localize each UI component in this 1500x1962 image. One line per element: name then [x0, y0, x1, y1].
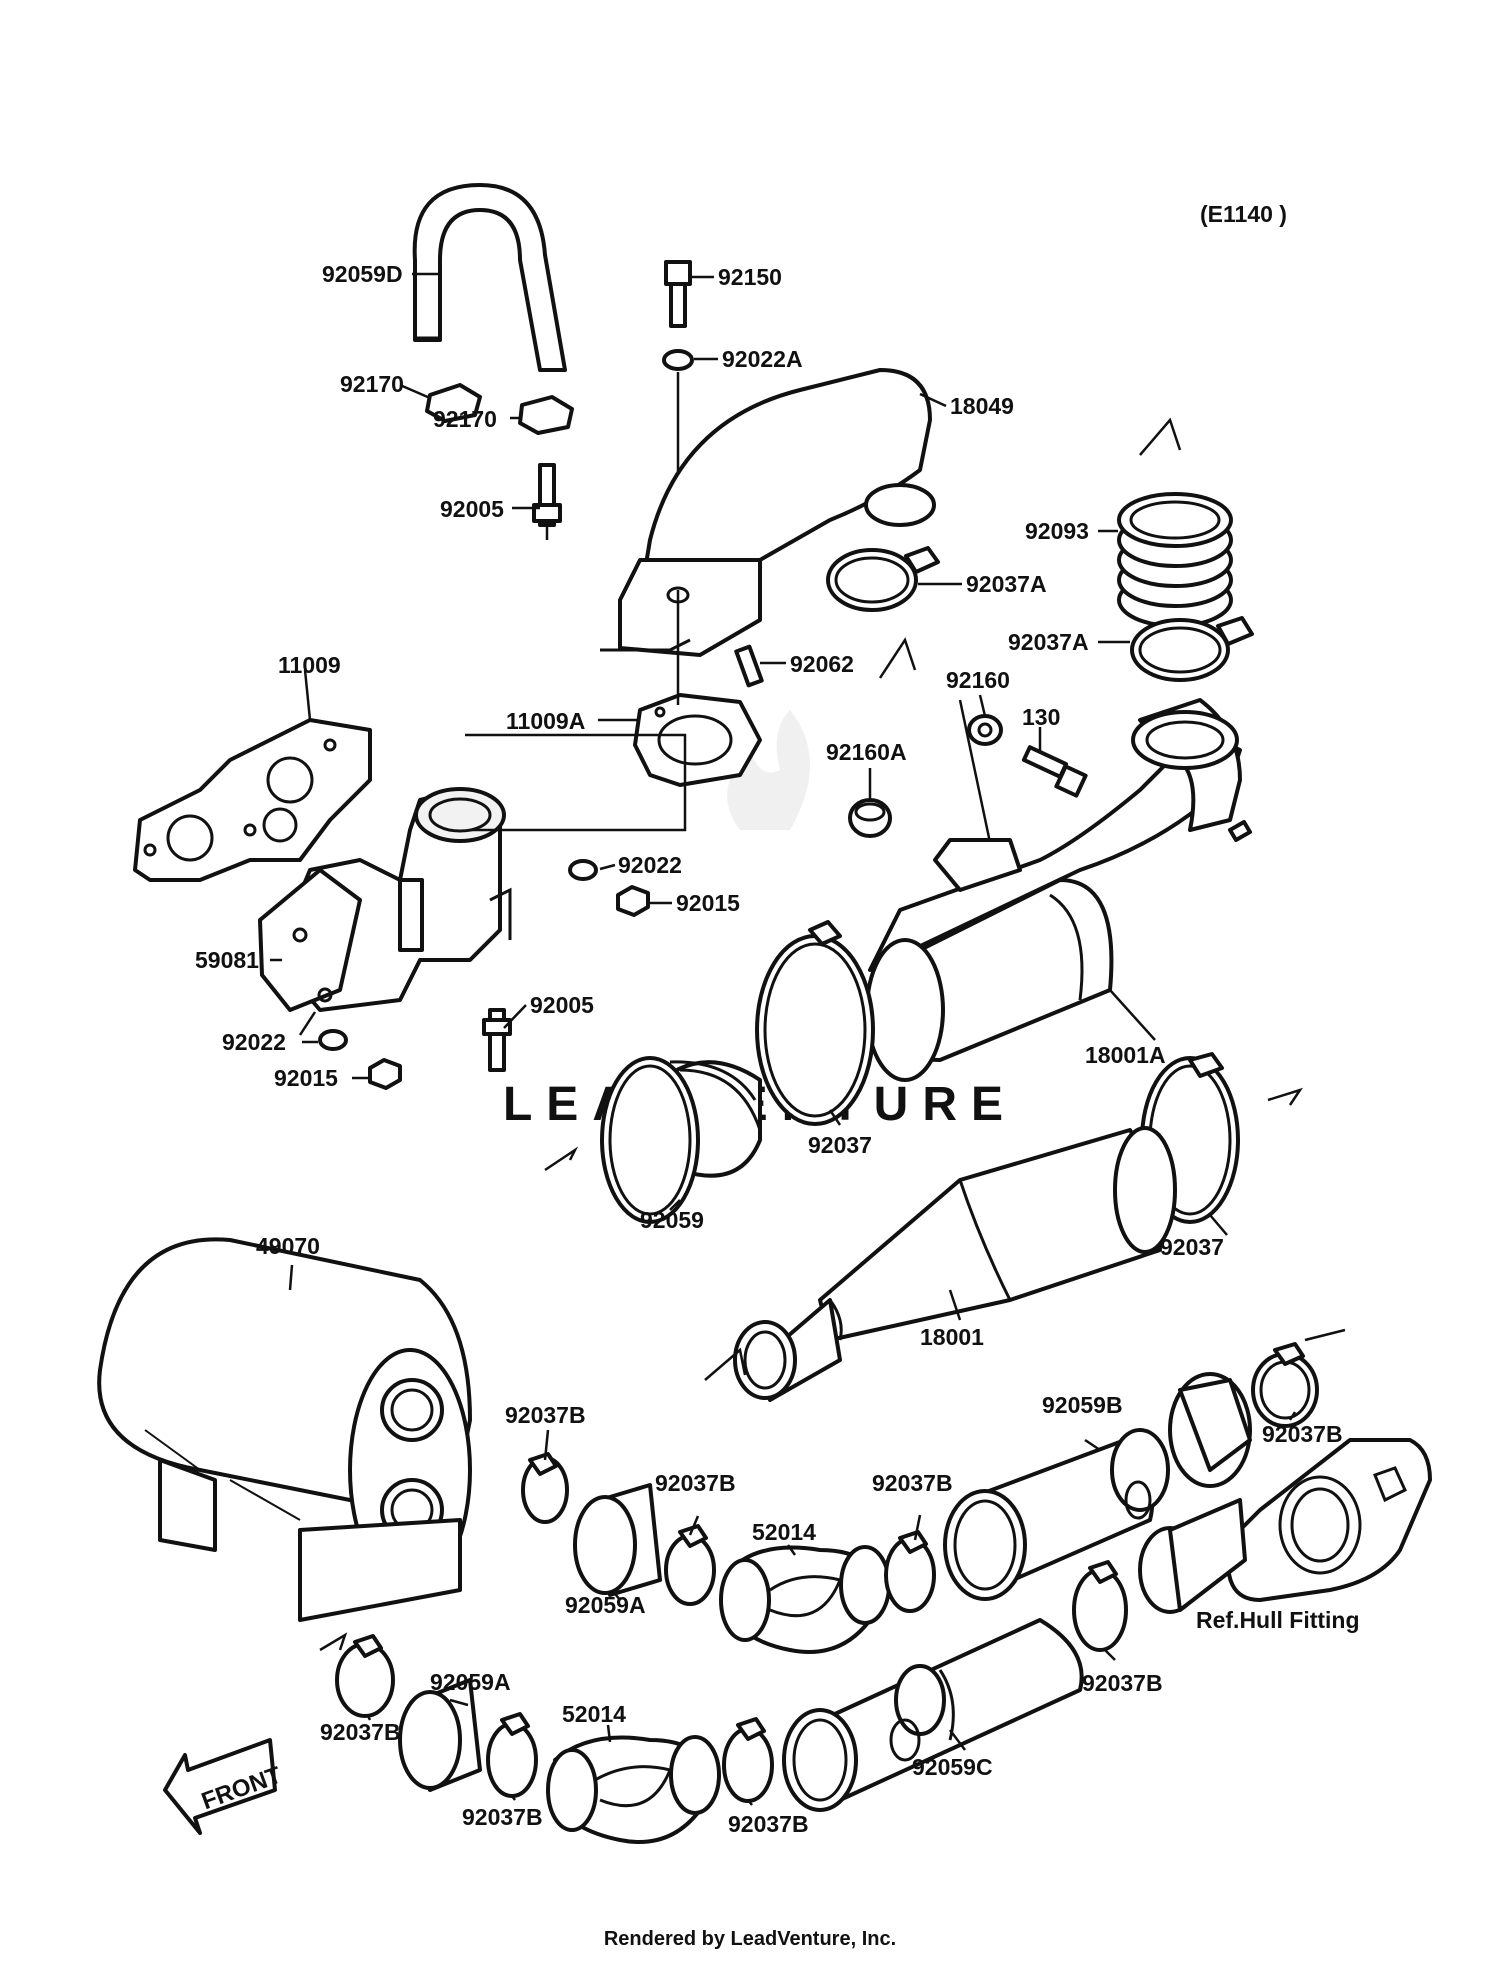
label-92037b-8: 92037B — [728, 1811, 809, 1837]
part-cone-pipe-18001 — [733, 1126, 1177, 1402]
part-coupler-92093 — [1117, 492, 1233, 628]
part-clamp-92037-mid — [755, 920, 875, 1126]
part-clamp-92037b-1 — [521, 1452, 569, 1524]
label-18001a: 18001A — [1085, 1042, 1166, 1068]
label-92022-right: 92022 — [618, 852, 682, 878]
part-hose-92059c — [782, 1618, 1084, 1812]
part-clamp-92037b-8 — [722, 1717, 774, 1803]
label-ref-hull-fitting: Ref.Hull Fitting — [1196, 1607, 1360, 1633]
label-92037a-upper: 92037A — [966, 571, 1047, 597]
part-elbow-52014-upper — [719, 1545, 891, 1654]
label-92160a: 92160A — [826, 739, 907, 765]
part-gasket-11009a — [633, 693, 762, 787]
label-18001: 18001 — [920, 1324, 984, 1350]
label-92015-left: 92015 — [274, 1065, 338, 1091]
part-clamp-92037b-5 — [1072, 1560, 1128, 1652]
label-92005-top: 92005 — [440, 496, 504, 522]
label-130: 130 — [1022, 704, 1060, 730]
part-muffler-49070 — [97, 1237, 472, 1622]
label-92059a-lower: 92059A — [430, 1669, 511, 1695]
part-manifold-59081 — [258, 787, 512, 1012]
label-92160: 92160 — [946, 667, 1010, 693]
part-hose-92059d — [412, 183, 567, 372]
part-clamp-92037b-3 — [884, 1530, 936, 1613]
label-92037b-6: 92037B — [320, 1719, 401, 1745]
part-coupler-92059 — [600, 1056, 762, 1224]
label-52014-upper: 52014 — [752, 1519, 816, 1545]
label-11009: 11009 — [278, 652, 341, 678]
part-clamp-92037a-upper — [826, 546, 940, 612]
diagram-code: (E1140 ) — [1200, 201, 1287, 227]
footer-credit: Rendered by LeadVenture, Inc. — [604, 1928, 896, 1950]
part-clamp-92037b-4 — [1251, 1342, 1319, 1428]
part-elbow-18049 — [600, 368, 936, 657]
label-92059d: 92059D — [322, 261, 403, 287]
part-grommet-92160a — [848, 798, 892, 838]
label-92022a: 92022A — [722, 346, 803, 372]
label-11009a: 11009A — [506, 708, 585, 734]
part-bolt-92150 — [664, 260, 692, 328]
label-92150: 92150 — [718, 264, 782, 290]
part-hull-fitting — [1138, 1438, 1432, 1614]
part-bolt-130 — [1021, 745, 1088, 798]
leader-manifold-gasket — [465, 733, 687, 832]
label-92037-mid: 92037 — [808, 1132, 872, 1158]
label-92037b-1: 92037B — [505, 1402, 586, 1428]
part-grommet-92160 — [967, 714, 1003, 746]
label-92037-right: 92037 — [1160, 1234, 1224, 1260]
label-92059c: 92059C — [912, 1754, 993, 1780]
part-hose-92059a-upper — [573, 1483, 662, 1597]
part-elbow-52014-lower — [546, 1735, 721, 1844]
part-clamp-92037a-lower — [1130, 616, 1254, 682]
part-clamp-92037b-2 — [664, 1524, 716, 1606]
label-92093: 92093 — [1025, 518, 1089, 544]
label-92170-b: 92170 — [433, 406, 497, 432]
label-52014-lower: 52014 — [562, 1701, 626, 1727]
label-92059: 92059 — [640, 1207, 704, 1233]
part-washer-92022a — [662, 349, 694, 371]
part-clamp-92037b-7 — [486, 1712, 538, 1798]
front-arrow: FRONT — [163, 1738, 285, 1835]
part-clamp-92037b-6 — [335, 1634, 395, 1718]
part-hose-92059a-lower — [398, 1678, 482, 1792]
break-marks — [319, 417, 1346, 1652]
part-clip-92170-a — [425, 383, 482, 423]
label-49070: 49070 — [256, 1233, 320, 1259]
part-nipple-92005-top — [532, 463, 562, 540]
label-92037b-5: 92037B — [1082, 1670, 1163, 1696]
part-washer-92022-left — [318, 1029, 348, 1051]
label-92059b: 92059B — [1042, 1392, 1123, 1418]
label-92037b-4: 92037B — [1262, 1421, 1343, 1447]
label-92005-lower: 92005 — [530, 992, 594, 1018]
label-92037b-2: 92037B — [655, 1470, 736, 1496]
part-nipple-92005-lower — [482, 1008, 512, 1072]
label-92059a-upper: 92059A — [565, 1592, 646, 1618]
label-leaders — [270, 272, 1297, 1806]
label-92037b-7: 92037B — [462, 1804, 543, 1830]
label-92037b-3: 92037B — [872, 1470, 953, 1496]
part-nut-92015-right — [616, 885, 650, 917]
part-washer-92022-right — [568, 859, 598, 881]
part-hose-92059b — [943, 1372, 1252, 1601]
part-labels: 92059D 92150 92022A 92170 92170 18049 92… — [195, 261, 1360, 1837]
label-18049: 18049 — [950, 393, 1014, 419]
leader-manifold-stud — [298, 1011, 317, 1036]
label-92062: 92062 — [790, 651, 854, 677]
label-59081: 59081 — [195, 947, 259, 973]
label-92022-left: 92022 — [222, 1029, 286, 1055]
label-92037a-lower: 92037A — [1008, 629, 1089, 655]
label-92170-a: 92170 — [340, 371, 404, 397]
part-clip-92170-b — [518, 395, 574, 435]
part-chamber-18001a — [865, 698, 1252, 1082]
part-stud-92062 — [734, 644, 764, 688]
part-nut-92015-left — [368, 1058, 402, 1090]
label-92015-right: 92015 — [676, 890, 740, 916]
part-gasket-11009 — [133, 718, 372, 882]
